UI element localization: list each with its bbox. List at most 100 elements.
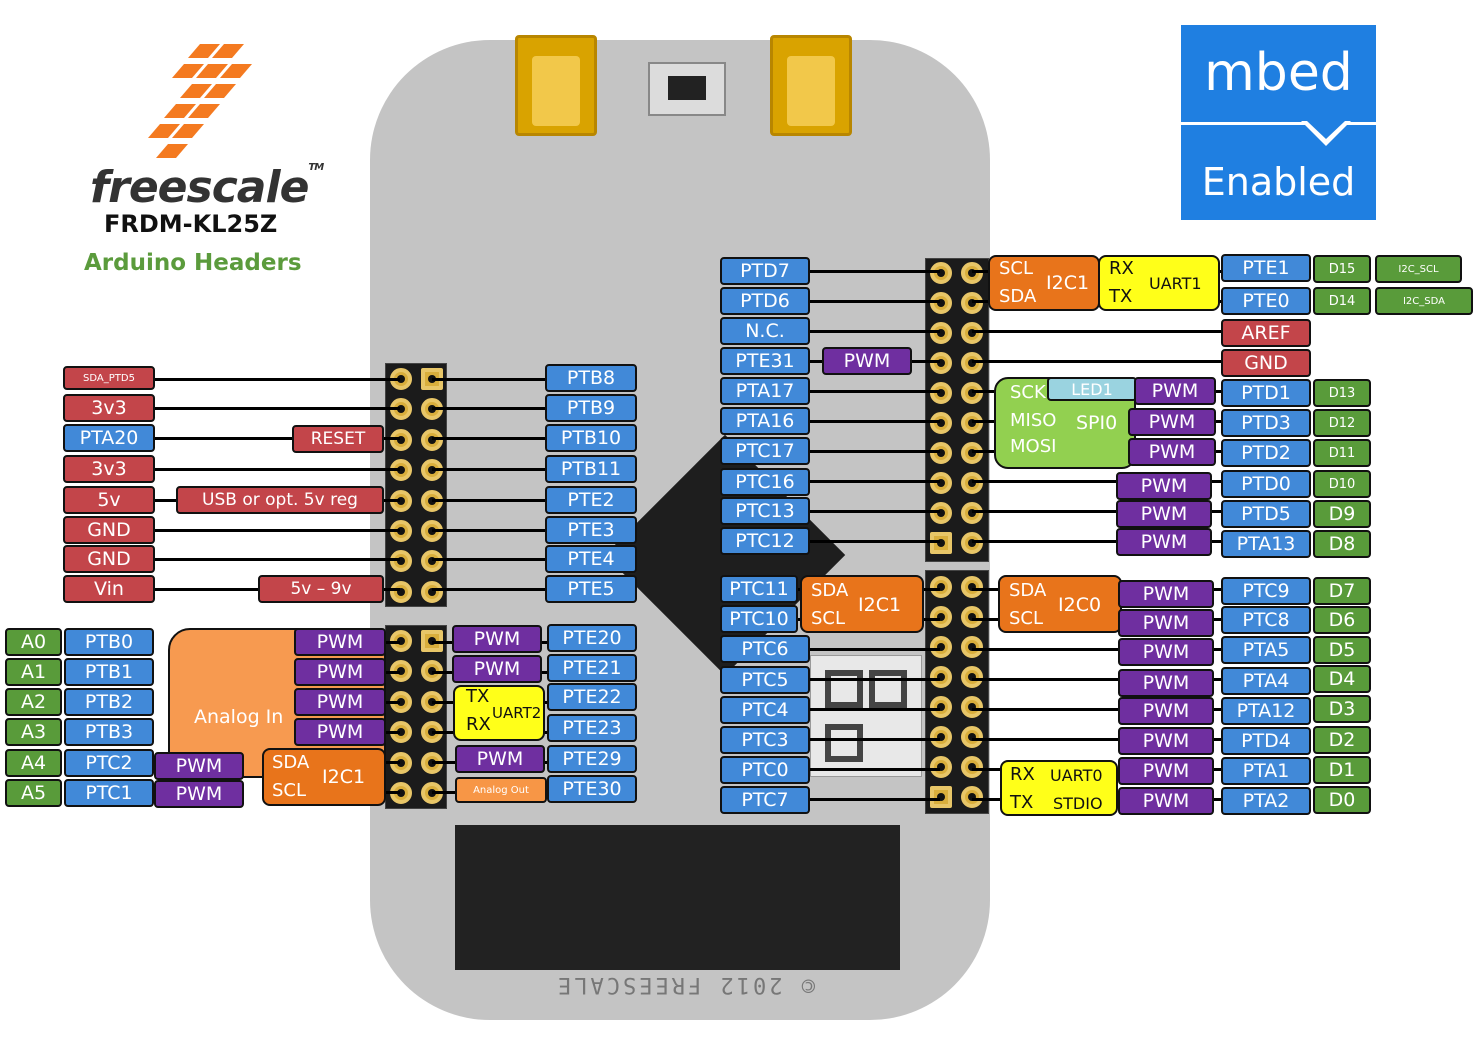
uart0-stdio: STDIO [1053, 794, 1103, 813]
label-ptc12: PTC12 [720, 527, 810, 555]
analog-in-label: Analog In [194, 706, 284, 728]
i2c1-name: I2C1 [322, 766, 366, 788]
spi0-miso: MISO [1010, 410, 1057, 431]
label-usb-5v: USB or opt. 5v reg [176, 486, 384, 514]
label-ptc10: PTC10 [720, 605, 798, 633]
i2c1-sda: SDA [999, 286, 1037, 307]
label-ptc8: PTC8 [1221, 606, 1311, 634]
label-ptb9: PTB9 [545, 394, 637, 422]
header-pin [961, 472, 983, 494]
uart2-rx: RX [466, 714, 491, 735]
header-pin [390, 751, 412, 774]
label-ptc11: PTC11 [720, 575, 798, 603]
connector-line [972, 540, 1221, 543]
label-pta1: PTA1 [1221, 757, 1311, 785]
connector-line [810, 330, 940, 333]
label-d13: D13 [1313, 379, 1371, 407]
label-ptc17: PTC17 [720, 437, 810, 465]
connector-line [810, 300, 940, 303]
label-pwm: PWM [294, 688, 386, 716]
connector-line [972, 738, 1221, 741]
header-pin [961, 636, 983, 658]
label-pte29: PTE29 [547, 745, 637, 773]
label-pwm: PWM [294, 628, 386, 656]
label-a5: A5 [5, 779, 62, 807]
connector-line [798, 708, 940, 711]
i2c1-sda: SDA [811, 580, 849, 601]
label-3v3: 3v3 [63, 394, 155, 422]
mbed-enabled-logo: mbed Enabled [1181, 25, 1376, 220]
header-pin [961, 292, 983, 314]
label-pwm: PWM [154, 752, 244, 780]
label-pwm: PWM [294, 718, 386, 746]
connector-line [810, 510, 940, 513]
label-pta17: PTA17 [720, 377, 810, 405]
i2c1-scl: SCL [999, 258, 1034, 279]
qr-code [810, 655, 922, 777]
uart2-tx: TX [466, 686, 490, 707]
connector-line [386, 671, 400, 674]
subtitle: Arduino Headers [84, 250, 302, 276]
label-pte31: PTE31 [720, 347, 810, 375]
label-ptb8: PTB8 [545, 364, 637, 392]
label-pte20: PTE20 [547, 624, 637, 652]
header-pin [961, 502, 983, 524]
label-pte22: PTE22 [547, 683, 637, 711]
label-a3: A3 [5, 718, 62, 746]
label-ptc4: PTC4 [720, 696, 810, 724]
label-ptc13: PTC13 [720, 497, 810, 525]
label-ptc16: PTC16 [720, 468, 810, 496]
header-pin [930, 262, 952, 284]
uart0-group [1000, 760, 1118, 816]
uart2-name: UART2 [492, 704, 542, 722]
connector-line [155, 437, 400, 440]
header-pin [930, 352, 952, 374]
label-d1: D1 [1313, 756, 1371, 784]
label-pwm: PWM [1118, 580, 1214, 608]
label-ptc9: PTC9 [1221, 577, 1311, 605]
label-ptc3: PTC3 [720, 726, 810, 754]
header-pin [930, 322, 952, 344]
label-ptc2: PTC2 [64, 749, 154, 777]
connector-line [810, 480, 940, 483]
label-nc: N.C. [720, 317, 810, 345]
header-pin [930, 382, 952, 404]
label-pte23: PTE23 [547, 714, 637, 742]
label-gnd: GND [63, 545, 155, 573]
connector-line [972, 330, 1221, 333]
label-d10: D10 [1313, 470, 1371, 498]
connector-line [798, 648, 940, 651]
connector-line [798, 678, 940, 681]
label-pwm: PWM [154, 780, 244, 808]
header-pin [961, 532, 983, 554]
label-ptc1: PTC1 [64, 779, 154, 807]
connector-line [972, 708, 1221, 711]
header-pin [930, 412, 952, 434]
header-pin [390, 580, 412, 603]
connector-line [432, 499, 545, 502]
label-d8: D8 [1313, 530, 1371, 558]
header-pin [930, 786, 952, 808]
label-pta13: PTA13 [1221, 530, 1311, 558]
label-pwm: PWM [1118, 638, 1214, 666]
label-pwm: PWM [1116, 472, 1212, 500]
label-pwm: PWM [1118, 727, 1214, 755]
header-pin [961, 666, 983, 688]
usb-connector-sda [515, 35, 597, 136]
label-ptd2: PTD2 [1221, 439, 1311, 467]
header-j10 [385, 625, 447, 809]
header-pin [961, 442, 983, 464]
header-pin [930, 756, 952, 778]
label-d11: D11 [1313, 439, 1371, 467]
label-a2: A2 [5, 688, 62, 716]
label-pte3: PTE3 [545, 516, 637, 544]
label-sda-ptd5: SDA_PTD5 [63, 366, 155, 390]
header-pin [961, 322, 983, 344]
header-pin [421, 580, 443, 603]
label-ptb3: PTB3 [64, 718, 154, 746]
i2c1-sda: SDA [272, 752, 310, 773]
connector-line [972, 648, 1221, 651]
header-pin [961, 726, 983, 748]
label-pwm: PWM [1118, 609, 1214, 637]
header-pin [961, 576, 983, 598]
